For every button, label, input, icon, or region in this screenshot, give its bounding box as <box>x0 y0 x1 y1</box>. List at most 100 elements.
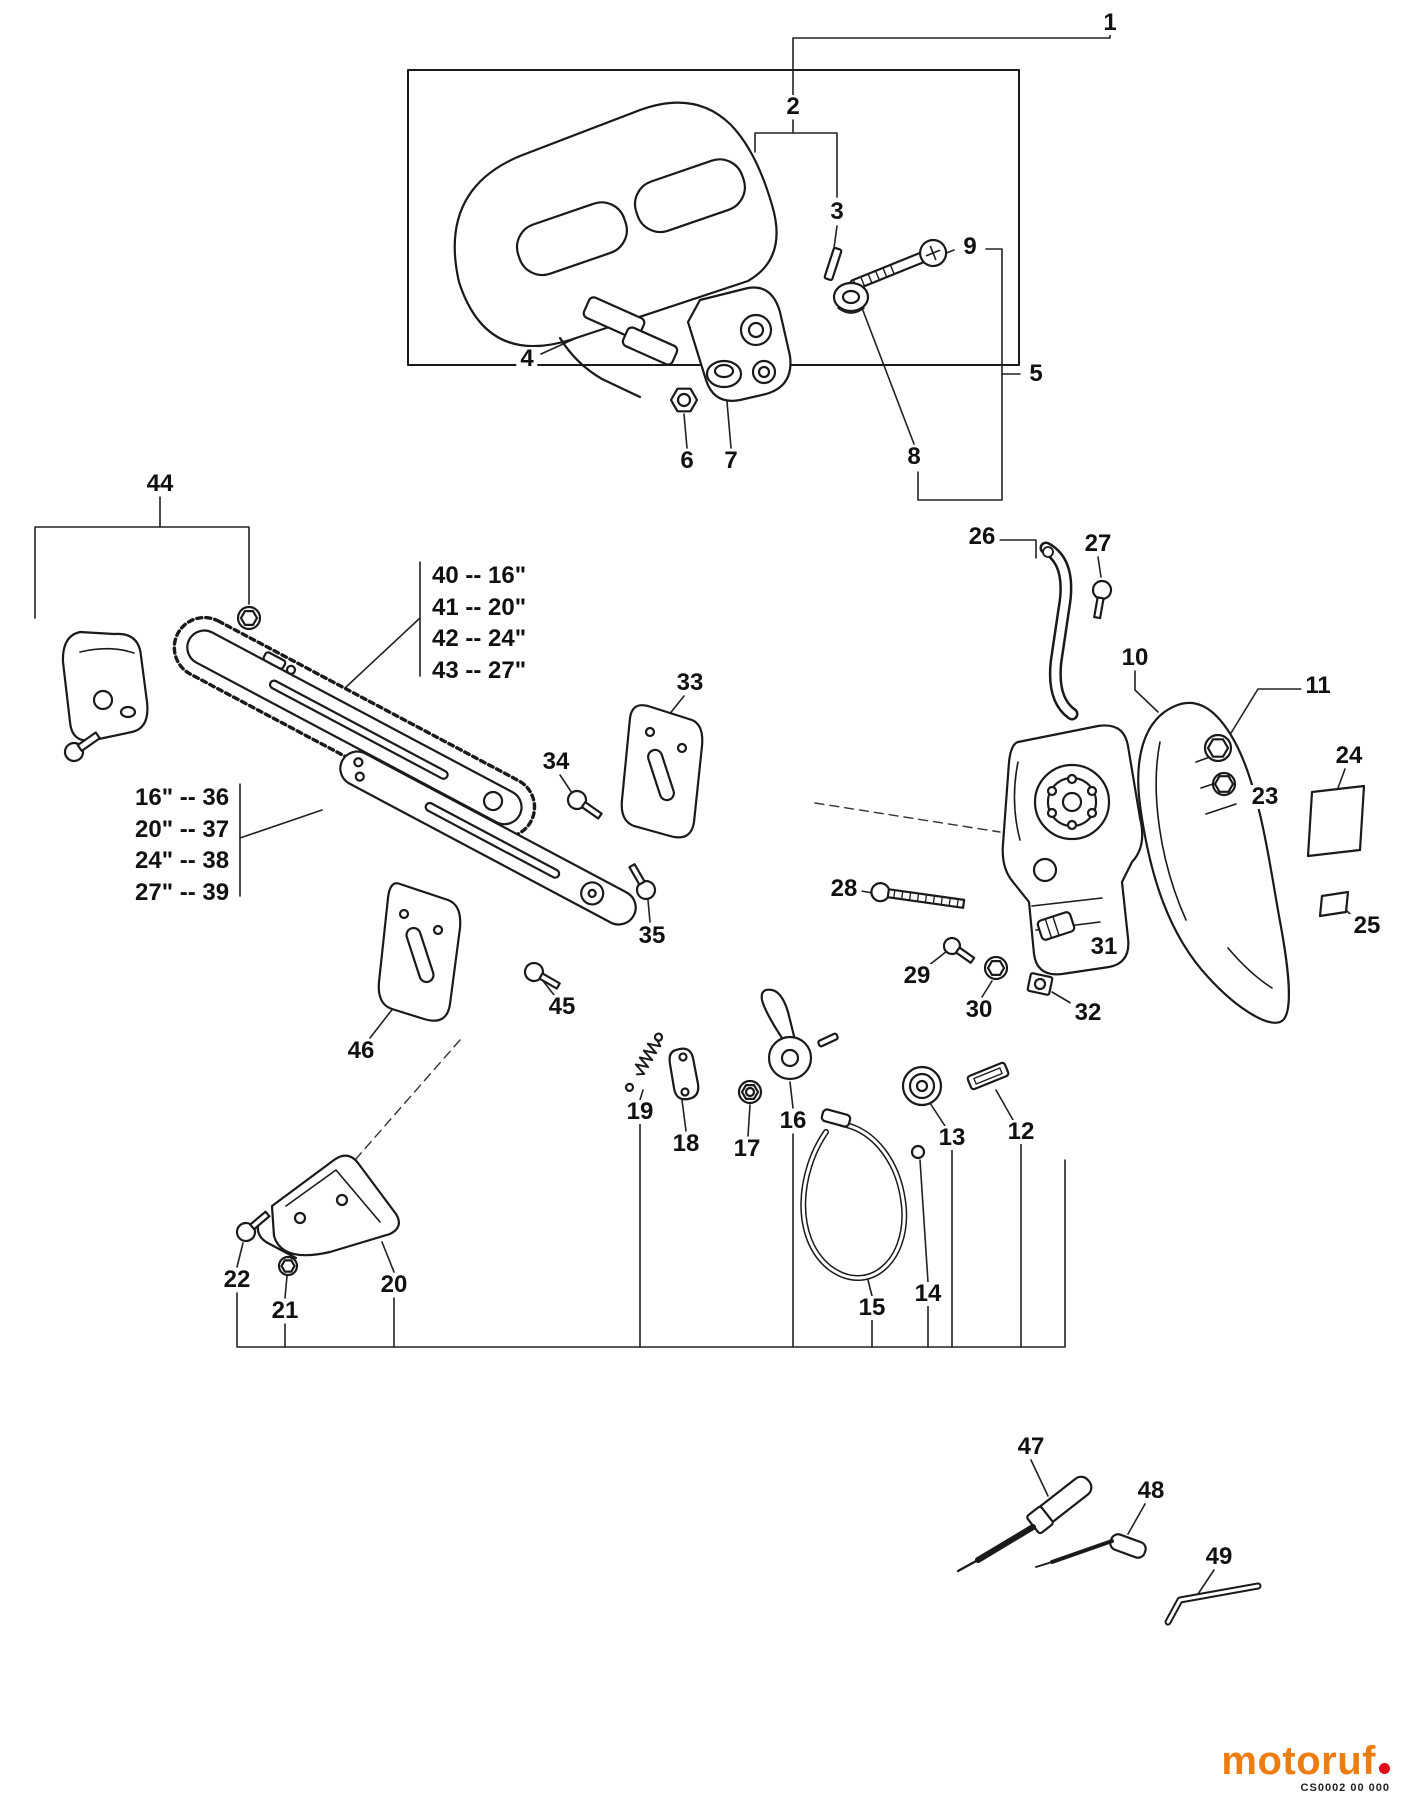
callout-4: 4 <box>516 347 538 371</box>
chain-size-row-2: 42 -- 24" <box>432 625 527 653</box>
part-3-pin-drawing <box>823 246 843 282</box>
part-6-nut-drawing <box>669 387 699 413</box>
callout-34: 34 <box>538 750 574 774</box>
part-16-tensioner-drawing <box>760 988 839 1081</box>
bar-size-row-2: 24" -- 38 <box>135 847 230 875</box>
part-28-screw-drawing <box>870 882 966 909</box>
part-45-screw-drawing <box>523 961 561 990</box>
part-17-nut-drawing <box>737 1079 763 1105</box>
callout-11: 11 <box>1301 674 1335 698</box>
callout-25: 25 <box>1349 914 1385 938</box>
callout-19: 19 <box>622 1100 658 1124</box>
part-9-bolt-drawing <box>849 238 948 291</box>
part-guide-bar-drawing <box>339 750 637 926</box>
callout-35: 35 <box>634 924 670 948</box>
callout-18: 18 <box>668 1132 704 1156</box>
callout-29: 29 <box>899 964 935 988</box>
part-44-nut-drawing <box>236 605 262 631</box>
leader-lines <box>34 32 1356 1595</box>
part-25-decal-drawing <box>1318 890 1350 918</box>
part-front-handle-drawing <box>453 101 792 402</box>
part-18-lever-drawing <box>668 1047 700 1101</box>
part-12-key-drawing <box>966 1061 1010 1091</box>
part-20-bracket-drawing <box>256 1154 401 1260</box>
callout-32: 32 <box>1070 1001 1106 1025</box>
bar-size-row-3: 27" -- 39 <box>135 879 230 907</box>
callout-46: 46 <box>343 1039 379 1063</box>
logo-text[interactable]: motoruf <box>1221 1739 1376 1783</box>
part-32-clip-drawing <box>1026 972 1054 996</box>
callout-48: 48 <box>1133 1479 1169 1503</box>
part-starter-rope-drawing <box>800 1108 926 1281</box>
part-33-plate-drawing <box>620 704 704 839</box>
part-19-spring-drawing <box>624 1032 664 1092</box>
callout-3: 3 <box>826 200 848 224</box>
hidden-edge-lines <box>319 802 1001 1201</box>
callout-21: 21 <box>267 1299 303 1323</box>
part-4-bracket-drawing <box>582 296 679 366</box>
callout-12: 12 <box>1003 1120 1039 1144</box>
motoruf-logo[interactable]: motoruf CS0002 00 000 <box>1221 1741 1390 1794</box>
part-22-screw-drawing <box>235 1210 271 1243</box>
chain-size-row-0: 40 -- 16" <box>432 562 527 589</box>
part-guide-bar-chain-drawing <box>172 615 537 839</box>
callout-16: 16 <box>775 1109 811 1133</box>
part-27-screw-drawing <box>1091 579 1113 620</box>
part-chain-catcher-drawing <box>61 630 149 763</box>
callout-15: 15 <box>854 1296 890 1320</box>
callout-14: 14 <box>910 1282 946 1306</box>
logo-dot-icon <box>1379 1763 1390 1774</box>
bar-size-row-0: 16" -- 36 <box>135 784 230 811</box>
callout-49: 49 <box>1201 1545 1237 1569</box>
callout-26: 26 <box>964 525 1000 549</box>
chain-size-table: 40 -- 16" 41 -- 20" 42 -- 24" 43 -- 27" <box>430 560 529 687</box>
callout-17: 17 <box>729 1137 765 1161</box>
callout-6: 6 <box>676 449 698 473</box>
part-31-cylinder-drawing <box>1036 911 1076 941</box>
callout-33: 33 <box>672 671 708 695</box>
callout-24: 24 <box>1331 744 1367 768</box>
part-35-screw-drawing <box>628 863 657 901</box>
drawing-code: CS0002 00 000 <box>1300 1782 1390 1794</box>
part-23-nut-drawing <box>1211 771 1237 797</box>
part-13-drum-drawing <box>901 1065 943 1107</box>
callout-7: 7 <box>720 449 742 473</box>
part-49-hexkey-drawing <box>1164 1582 1262 1626</box>
callout-27: 27 <box>1080 532 1116 556</box>
part-30-nut-drawing <box>983 955 1009 981</box>
callout-30: 30 <box>961 998 997 1022</box>
callout-22: 22 <box>219 1268 255 1292</box>
bar-size-table: 16" -- 36 20" -- 37 24" -- 38 27" -- 39 <box>133 782 232 909</box>
part-29-bolt-drawing <box>942 936 976 964</box>
part-8-collar-drawing <box>832 281 870 314</box>
part-21-nut-drawing <box>277 1255 299 1277</box>
part-47-twrench-drawing <box>956 1475 1093 1573</box>
part-7-washer-drawing <box>705 359 743 389</box>
part-clutch-cover-drawing <box>1137 701 1291 1024</box>
callout-1: 1 <box>1099 11 1121 35</box>
callout-13: 13 <box>934 1126 970 1150</box>
callout-45: 45 <box>544 995 580 1019</box>
callout-5: 5 <box>1025 362 1047 386</box>
part-11-bolt-drawing <box>1203 733 1233 763</box>
callout-23: 23 <box>1247 785 1283 809</box>
callout-28: 28 <box>826 877 862 901</box>
part-48-screwdriver-drawing <box>1035 1533 1147 1568</box>
callout-44: 44 <box>142 472 178 496</box>
part-crankcase-drawing <box>1001 724 1144 976</box>
bar-size-row-1: 20" -- 37 <box>135 815 230 843</box>
chain-size-row-3: 43 -- 27" <box>432 657 527 685</box>
part-24-decal-drawing <box>1306 784 1366 858</box>
callout-31: 31 <box>1086 935 1122 959</box>
part-34-screw-drawing <box>566 789 603 820</box>
callout-47: 47 <box>1013 1435 1049 1459</box>
part-46-plate-drawing <box>377 882 462 1022</box>
callout-10: 10 <box>1117 646 1153 670</box>
callout-20: 20 <box>376 1273 412 1297</box>
part-brake-lever-drawing <box>1039 541 1079 721</box>
callout-2: 2 <box>782 95 804 119</box>
chain-size-row-1: 41 -- 20" <box>432 593 527 621</box>
callout-8: 8 <box>903 445 925 469</box>
